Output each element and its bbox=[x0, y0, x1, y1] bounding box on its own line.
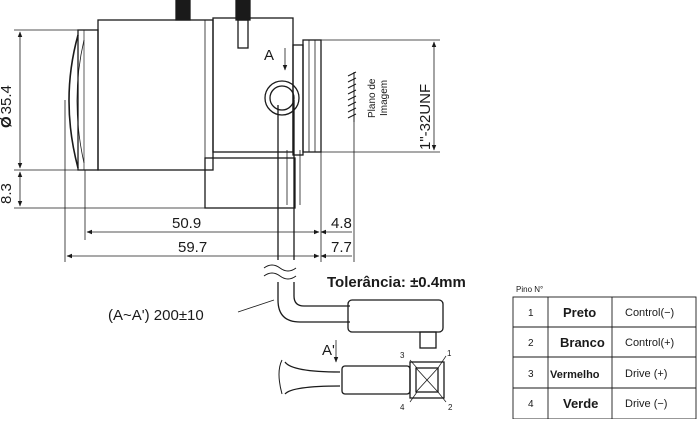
pin-2-label: 2 bbox=[448, 403, 453, 412]
focus-screw bbox=[175, 0, 191, 21]
thread-label: 1"-32UNF bbox=[417, 84, 434, 150]
pin-table-header: Pino N° bbox=[516, 285, 543, 294]
length-total-label: 59.7 bbox=[178, 239, 207, 256]
svg-text:Control(−): Control(−) bbox=[625, 307, 674, 319]
image-plane-line1: Plano de bbox=[367, 78, 378, 118]
motor-housing bbox=[204, 157, 296, 209]
lens-body bbox=[68, 0, 322, 260]
pin-3-label: 3 bbox=[400, 351, 405, 360]
svg-text:3: 3 bbox=[528, 369, 534, 380]
main-barrel bbox=[97, 19, 214, 171]
thread-flange bbox=[302, 39, 322, 153]
svg-text:2: 2 bbox=[528, 338, 534, 349]
flange-1-label: 4.8 bbox=[331, 215, 352, 232]
connector-front bbox=[341, 365, 411, 395]
svg-text:4: 4 bbox=[528, 399, 534, 410]
dimension-lines bbox=[14, 29, 440, 363]
pin-table: Pino N° 1 Preto Control(−) 2 Branco Cont… bbox=[512, 285, 697, 420]
image-plane-marker bbox=[347, 71, 357, 122]
connector-face bbox=[409, 361, 445, 399]
pin-row-2: 2 Branco Control(+) bbox=[528, 335, 674, 350]
svg-text:Branco: Branco bbox=[560, 335, 605, 350]
pin-1-label: 1 bbox=[447, 349, 452, 358]
diameter-label: Ø35.4 bbox=[0, 85, 15, 128]
tolerance-label: Tolerância: ±0.4mm bbox=[327, 274, 466, 291]
front-glass-inner bbox=[76, 39, 85, 164]
svg-text:Control(+): Control(+) bbox=[625, 337, 674, 349]
cable-length-label: (A~A') 200±10 bbox=[108, 307, 204, 324]
pin-row-1: 1 Preto Control(−) bbox=[528, 305, 674, 320]
cable-upper bbox=[277, 100, 295, 260]
section-a-prime-label: A' bbox=[322, 342, 335, 359]
height-label: 8.3 bbox=[0, 183, 15, 204]
svg-text:1: 1 bbox=[528, 308, 534, 319]
svg-text:Preto: Preto bbox=[563, 305, 596, 320]
svg-text:Vermelho: Vermelho bbox=[550, 369, 600, 381]
dimension-labels: Ø35.4 8.3 50.9 59.7 4.8 7.7 A A' Plano d… bbox=[0, 47, 466, 412]
cable-grommet bbox=[264, 80, 300, 116]
cable-assembly bbox=[263, 264, 447, 403]
svg-text:Drive (−): Drive (−) bbox=[625, 398, 667, 410]
length-inner-label: 50.9 bbox=[172, 215, 201, 232]
image-plane-line2: Imagem bbox=[379, 80, 390, 116]
connector-housing bbox=[347, 299, 444, 333]
zoom-screw bbox=[235, 0, 251, 21]
rear-body bbox=[212, 17, 294, 153]
pin-4-label: 4 bbox=[400, 403, 405, 412]
flange-2-label: 7.7 bbox=[331, 239, 352, 256]
svg-text:Verde: Verde bbox=[563, 396, 598, 411]
pin-row-4: 4 Verde Drive (−) bbox=[528, 396, 667, 411]
connector-latch bbox=[419, 331, 437, 349]
cable-lower bbox=[284, 361, 341, 395]
pin-row-3: 3 Vermelho Drive (+) bbox=[528, 368, 667, 381]
front-glass-curve bbox=[68, 34, 79, 169]
svg-text:Drive (+): Drive (+) bbox=[625, 368, 667, 380]
section-a-label: A bbox=[264, 47, 274, 64]
